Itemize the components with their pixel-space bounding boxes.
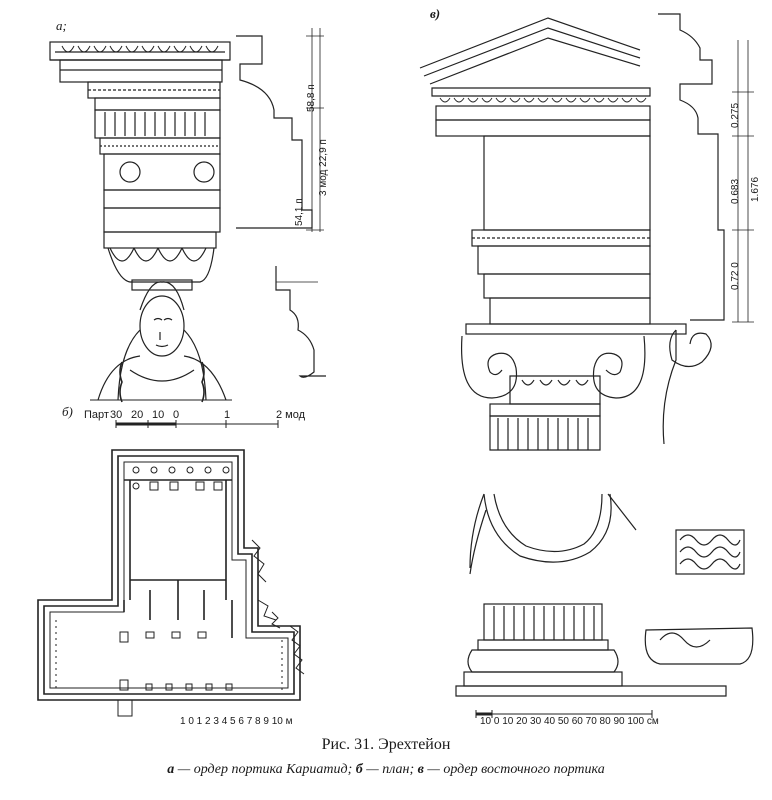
scale-prefix: Парт	[84, 409, 109, 421]
capital-detail-drawing	[469, 493, 637, 575]
figure-caption-legend: а — ордер портика Кариатид; б — план; в …	[0, 762, 772, 778]
east-portico-order-drawing	[419, 13, 754, 451]
caryatid-entablature-drawing	[49, 28, 326, 403]
panel-label-c: в)	[430, 6, 441, 21]
figure-caption-title: Рис. 31. Эрехтейон	[321, 736, 451, 753]
dimension-label: 54,1 п	[294, 198, 305, 226]
dimension-label: 3 мод 22,9 п	[318, 139, 329, 196]
caryatid-figure	[90, 281, 232, 403]
scale-tick: 10	[152, 409, 165, 421]
guilloche-ornament	[675, 529, 745, 575]
scale-bar-modules	[115, 420, 279, 428]
erechtheion-figure	[37, 13, 754, 718]
detail-scale-label: 10 0 10 20 30 40 50 60 70 80 90 100 см	[480, 716, 659, 727]
scale-tick: 1	[224, 409, 231, 421]
dimension-label: 0.275	[730, 102, 741, 128]
panel-label-b: б)	[62, 404, 73, 419]
caption-key-b: б	[355, 762, 363, 777]
scale-tick: 2 мод	[276, 409, 306, 421]
dimension-label: 1.676	[750, 176, 761, 202]
scale-tick: 20	[131, 409, 144, 421]
scale-bar-cm	[475, 710, 653, 718]
dimension-label: 0.683	[730, 178, 741, 204]
caption-key-a: а	[167, 762, 175, 777]
scale-tick: 30	[110, 409, 123, 421]
dimension-label: 0.72 0	[730, 262, 741, 290]
caption-text-b: — план;	[362, 762, 418, 777]
scale-tick: 0	[173, 409, 180, 421]
column-base-drawing	[455, 603, 754, 697]
erechtheion-plan	[37, 449, 305, 717]
plan-scale-label: 1 0 1 2 3 4 5 6 7 8 9 10 м	[180, 716, 293, 727]
caption-text-c: — ордер восточного портика	[423, 762, 605, 777]
panel-label-a: а;	[56, 18, 67, 33]
caption-key-c: в	[417, 762, 424, 777]
dimension-label: 58,8 п	[306, 84, 317, 112]
caption-text-a: — ордер портика Кариатид;	[174, 762, 356, 777]
